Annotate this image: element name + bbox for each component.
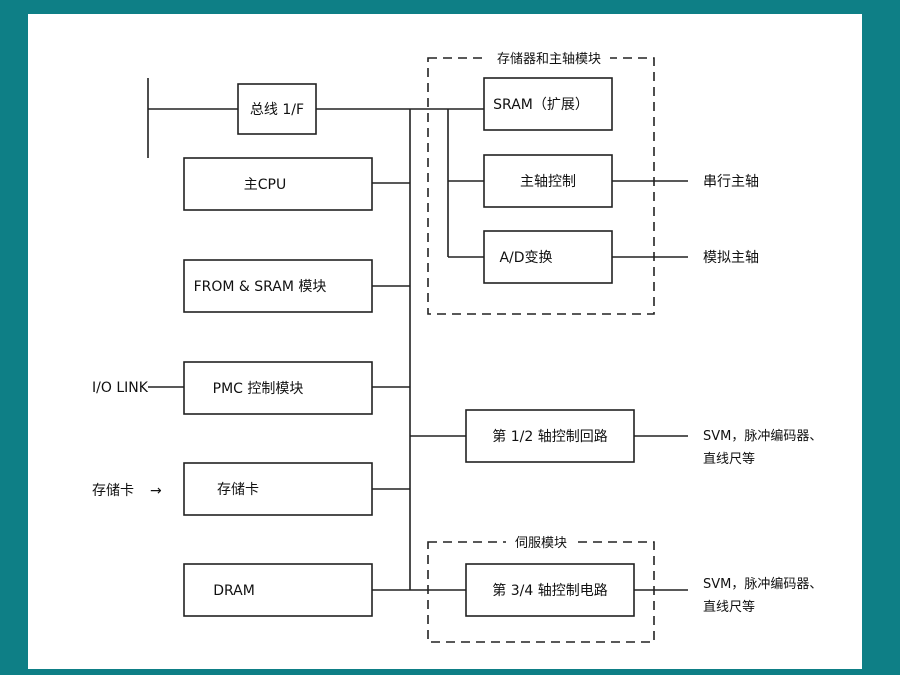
main-cpu-block [183, 157, 373, 211]
axis12-output-line1: SVM，脉冲编码器、 [703, 429, 822, 444]
from-sram-module-label: FROM & SRAM 模块 [194, 279, 327, 295]
spindle-control-label: 主轴控制 [520, 174, 576, 190]
pmc-control-module-label: PMC 控制模块 [213, 381, 304, 397]
spindle-control-block [483, 154, 613, 208]
bus-interface-block [237, 83, 317, 135]
ad-conversion-block [483, 230, 613, 284]
bus-interface-label: 总线 1/F [250, 102, 304, 118]
memory-card-input-label: 存储卡 [92, 483, 134, 499]
axis12-control-label: 第 1/2 轴控制回路 [492, 428, 607, 445]
bus-wiring [147, 78, 688, 591]
dram-block [183, 563, 373, 617]
memory-card-arrow: → [150, 483, 162, 499]
axis34-control-block [465, 563, 635, 617]
from-sram-module-block [183, 259, 373, 313]
pmc-control-module-block [183, 361, 373, 415]
axis34-output-line1: SVM，脉冲编码器、 [703, 577, 822, 592]
axis12-control-block [465, 409, 635, 463]
diagram-paper [28, 14, 862, 669]
ad-conversion-label: A/D变换 [499, 249, 552, 266]
servo-module-title: 伺服模块 [515, 536, 567, 551]
dram-label: DRAM [213, 583, 255, 599]
serial-spindle-label: 串行主轴 [703, 174, 759, 190]
axis34-output-line2: 直线尺等 [703, 599, 755, 615]
memory-card-block [183, 462, 373, 516]
main-cpu-label: 主CPU [244, 177, 286, 193]
analog-spindle-label: 模拟主轴 [703, 250, 759, 266]
io-link-label: I/O LINK [92, 380, 149, 396]
axis34-control-label: 第 3/4 轴控制电路 [492, 582, 607, 599]
memory-spindle-module-title: 存储器和主轴模块 [497, 52, 601, 67]
memory-card-label: 存储卡 [217, 482, 259, 498]
sram-extended-label: SRAM（扩展） [493, 97, 589, 113]
axis12-output-line2: 直线尺等 [703, 451, 755, 467]
sram-extended-block [483, 77, 613, 131]
